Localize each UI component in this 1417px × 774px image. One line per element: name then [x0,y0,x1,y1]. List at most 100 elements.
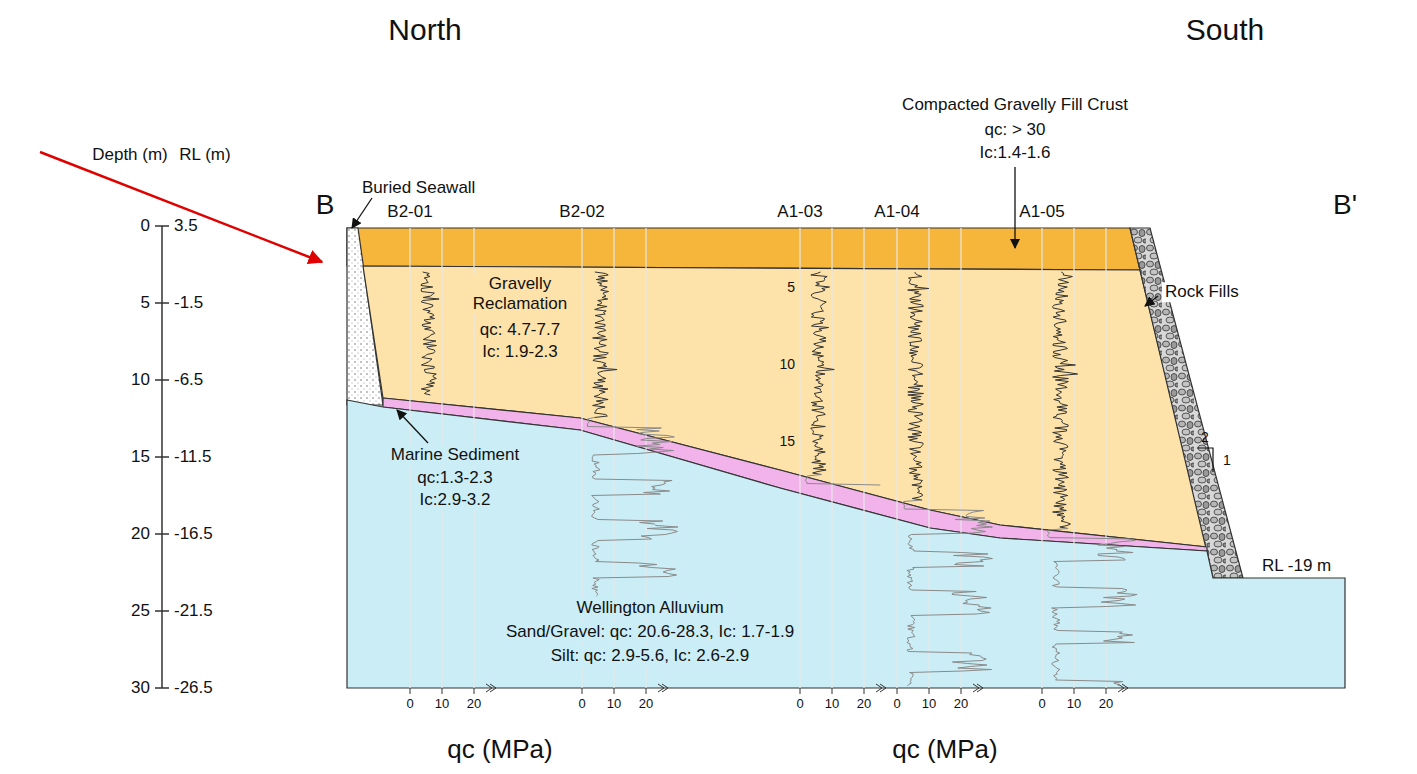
cpt-name: A1-05 [1019,202,1064,222]
layer-name: Rock Fills [1162,282,1242,302]
elevation-value: -6.5 [174,370,203,390]
cpt-trace [587,418,677,597]
axis-tick [155,456,169,458]
axis-tick [929,688,930,694]
scale-value: 0 [796,697,803,712]
cpt-trace [1053,272,1078,529]
depth-marker: 15 [779,433,795,449]
cpt-trace [902,500,992,686]
grid-line [1105,228,1106,688]
cpt-name: B2-02 [559,202,604,222]
layer-property: qc:1.3-2.3 [414,468,496,488]
depth-value: 25 [131,601,150,621]
cpt-trace [811,272,835,475]
axis-tick [155,379,169,381]
scale-break [486,684,496,692]
leader-arrow [1014,167,1015,248]
axis-tick [800,688,801,694]
axis-tick [155,302,169,304]
scale-value: 20 [639,697,653,712]
slope-value: 2 [1201,429,1209,445]
grid-line [441,228,442,688]
layer-shape [1130,228,1243,578]
axis-tick [442,688,443,694]
layer-shape [347,228,1140,270]
layer-property: qc: > 30 [985,120,1046,140]
grid-line [409,228,410,688]
pointer-arrow [40,152,322,262]
elevation-value: -11.5 [174,447,212,467]
layer-property: Ic: 1.9-2.3 [479,342,561,362]
scale-value: 20 [954,697,968,712]
layer-name: Buried Seawall [362,178,475,198]
leader-arrow [397,410,428,443]
elevation-value: -26.5 [174,678,213,698]
elevation-value: 3.5 [174,216,198,236]
axis-tick [474,688,475,694]
grid-line [863,228,864,688]
depth-value: 10 [131,370,150,390]
layer-outline [347,400,1345,688]
scale-value: 0 [1038,697,1045,712]
depth-value: 15 [131,447,150,467]
elevation-label: RL -19 m [1262,556,1331,576]
axis-tick [897,688,898,694]
scale-value: 20 [857,697,871,712]
layer-property: Ic:1.4-1.6 [980,143,1051,163]
axis-tick [832,688,833,694]
grid-line [831,228,832,688]
grid-line [896,228,897,688]
scale-value: 10 [435,697,449,712]
axis-tick [646,688,647,694]
layer-property: qc: 4.7-7.7 [477,320,563,340]
layer-name: Compacted Gravelly Fill Crust [902,95,1128,115]
leader-arrow [1145,296,1158,306]
scale-value: 0 [578,697,585,712]
grid-line [1073,228,1074,688]
section-end-label: B' [1333,189,1357,221]
axis-tick [864,688,865,694]
scale-break [1118,684,1128,692]
axis-title: RL (m) [179,145,230,165]
grid-line [1041,228,1042,688]
axis-tick [1106,688,1107,694]
direction-label: South [1186,13,1264,48]
elevation-value: -1.5 [174,293,203,313]
scale-break [973,684,983,692]
cpt-trace [908,272,929,500]
depth-marker: 5 [787,279,795,295]
alluvium-layer: Wellington AlluviumSand/Gravel: qc: 20.6… [347,400,1345,688]
grid-line [473,228,474,688]
axis-tick [410,688,411,694]
scale-value: 0 [406,697,413,712]
depth-value: 20 [131,524,150,544]
fill-crust-layer: Compacted Gravelly Fill Crustqc: > 30Ic:… [347,228,1140,270]
axis-tick [155,687,169,689]
scale-value: 20 [1099,697,1113,712]
cpt-trace [421,272,439,395]
axis-tick [155,610,169,612]
depth-value: 5 [141,293,150,313]
scale-break [876,684,886,692]
grid-line [581,228,582,688]
slope-value: 1 [1223,452,1231,468]
axis-tick [155,533,169,535]
cpt-name: A1-04 [874,202,919,222]
depth-value: 30 [131,678,150,698]
axis-tick [582,688,583,694]
layer-property: Sand/Gravel: qc: 20.6-28.3, Ic: 1.7-1.9 [503,622,797,642]
direction-label: North [388,13,461,48]
axis-tick [614,688,615,694]
scale-break [658,684,668,692]
grid-line [928,228,929,688]
leader-arrow [352,198,372,228]
depth-marker: 10 [779,356,795,372]
axis-title: Depth (m) [92,145,168,165]
grid-line [613,228,614,688]
layer-shape [347,400,1345,688]
section-end-label: B [316,189,335,221]
layer-outline [347,228,1140,270]
grid-line [960,228,961,688]
elevation-value: -21.5 [174,601,213,621]
axis-tick [961,688,962,694]
